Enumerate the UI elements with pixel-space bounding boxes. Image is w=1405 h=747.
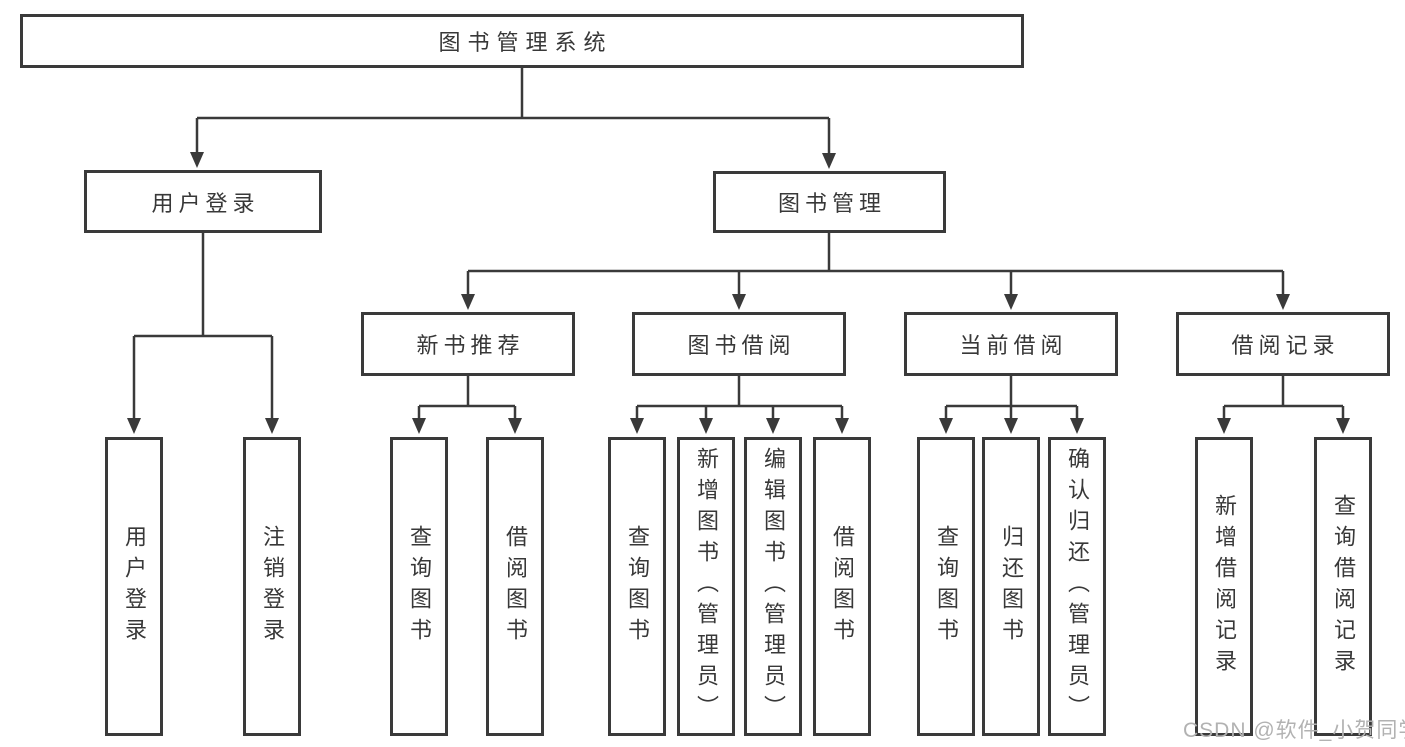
- node-book-management: 图书管理: [713, 171, 946, 233]
- node-label: 新增借阅记录: [1212, 493, 1237, 680]
- node-label: 当前借阅: [959, 333, 1068, 358]
- node-label: 借阅记录: [1231, 333, 1340, 358]
- node-current-borrowing: 当前借阅: [904, 312, 1118, 376]
- arrowhead-down-user-login: [127, 418, 279, 434]
- node-label: 图书借阅: [687, 333, 796, 358]
- node-label: 归还图书: [999, 524, 1024, 649]
- connector-root-to-level2: [195, 68, 831, 154]
- node-label: 查询图书: [625, 524, 650, 649]
- node-label: 借阅图书: [830, 524, 855, 649]
- arrowhead-down-book-borrowing: [630, 418, 849, 434]
- leaf-query-borrow-record: 查询借阅记录: [1314, 437, 1372, 736]
- node-label: 查询借阅记录: [1331, 493, 1356, 680]
- node-label: 图书管理系统: [438, 30, 613, 55]
- node-label: 用户登录: [151, 190, 260, 216]
- leaf-add-books-admin: 新增图书（管理员）: [677, 437, 735, 736]
- node-label: 借阅图书: [503, 524, 528, 649]
- arrowhead-down-new-book: [412, 418, 522, 434]
- node-label: 编辑图书（管理员）: [761, 447, 786, 726]
- leaf-confirm-return-admin: 确认归还（管理员）: [1048, 437, 1106, 736]
- node-label: 图书管理: [777, 191, 886, 216]
- leaf-query-books-borrowing: 查询图书: [608, 437, 666, 736]
- connector-book-management-to-level3: [466, 233, 1285, 295]
- node-user-login: 用户登录: [84, 170, 322, 233]
- leaf-query-books-recommend: 查询图书: [390, 437, 448, 736]
- leaf-add-borrow-record: 新增借阅记录: [1195, 437, 1253, 736]
- node-book-borrowing: 图书借阅: [632, 312, 846, 376]
- arrowhead-down-level2: [190, 152, 836, 169]
- leaf-return-books: 归还图书: [982, 437, 1040, 736]
- node-label: 用户登录: [122, 524, 147, 649]
- connector-current-borrowing-branch: [944, 376, 1079, 419]
- node-label: 注销登录: [260, 524, 285, 649]
- leaf-edit-books-admin: 编辑图书（管理员）: [744, 437, 802, 736]
- node-label: 新书推荐: [416, 333, 525, 358]
- node-borrowing-records: 借阅记录: [1176, 312, 1390, 376]
- connector-user-login-branch: [132, 233, 274, 419]
- leaf-logout: 注销登录: [243, 437, 301, 736]
- connector-new-book-branch: [417, 376, 517, 419]
- leaf-borrow-books-recommend: 借阅图书: [486, 437, 544, 736]
- leaf-query-books-current: 查询图书: [917, 437, 975, 736]
- arrowhead-down-borrowing-records: [1217, 418, 1350, 434]
- node-label: 查询图书: [407, 524, 432, 649]
- csdn-watermark: CSDN @软件_小贺同学: [1183, 719, 1405, 742]
- leaf-user-login: 用户登录: [105, 437, 163, 736]
- node-label: 确认归还（管理员）: [1065, 447, 1090, 726]
- leaf-borrow-books: 借阅图书: [813, 437, 871, 736]
- arrowhead-down-current-borrowing: [939, 418, 1084, 434]
- node-library-management-system: 图书管理系统: [20, 14, 1024, 68]
- connector-borrowing-records-branch: [1222, 376, 1345, 419]
- node-label: 查询图书: [934, 524, 959, 649]
- node-label: 新增图书（管理员）: [694, 447, 719, 726]
- node-new-book-recommendation: 新书推荐: [361, 312, 575, 376]
- arrowhead-down-level3: [461, 294, 1290, 310]
- connector-book-borrowing-branch: [635, 376, 844, 419]
